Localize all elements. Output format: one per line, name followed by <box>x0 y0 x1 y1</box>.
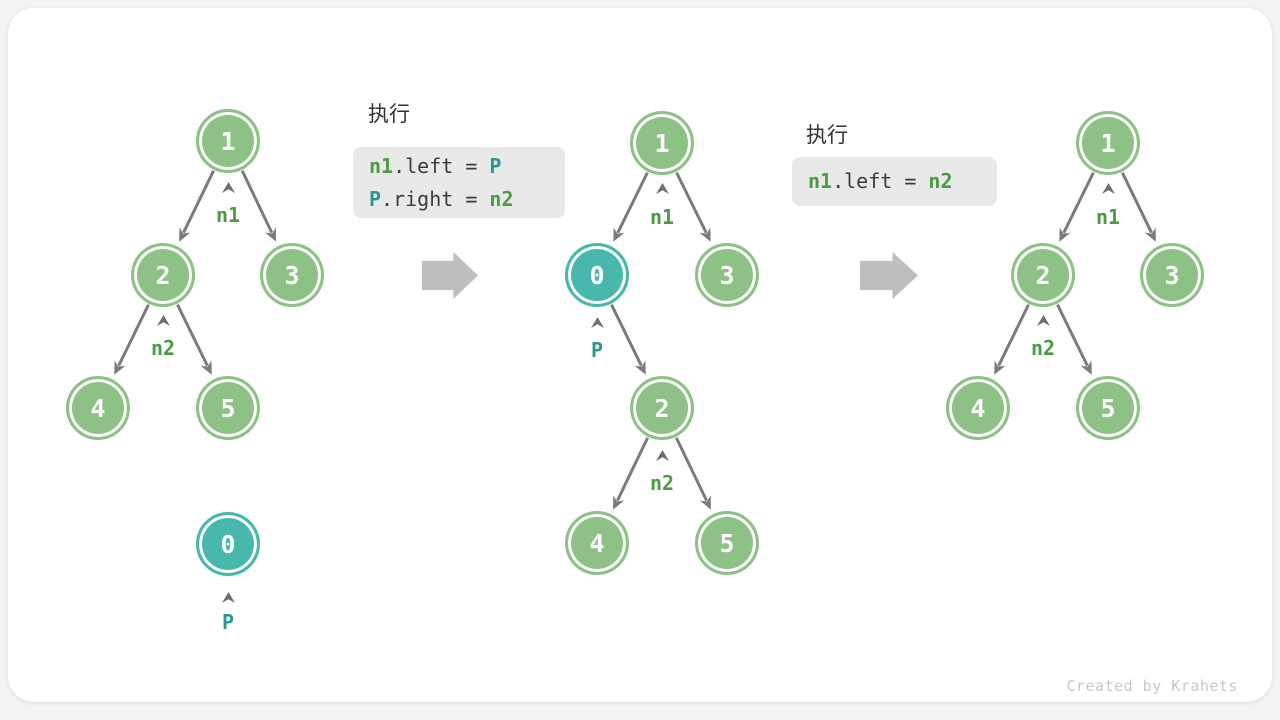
code-token: P <box>369 186 382 211</box>
tree-node-1: 1 <box>630 111 694 175</box>
code-token: n2 <box>489 186 514 211</box>
tree-node-4: 4 <box>946 376 1010 440</box>
pointer-label-n2: n2 <box>1030 336 1056 360</box>
tree-node-3: 3 <box>260 243 324 307</box>
code-token: n1 <box>369 153 394 178</box>
pointer-caret-icon <box>221 181 235 193</box>
pointer-label-P: P <box>221 610 235 634</box>
tree-node-2: 2 <box>131 243 195 307</box>
pointer-label-n2: n2 <box>649 471 675 495</box>
pointer-label-n1: n1 <box>215 203 241 227</box>
tree-node-value: 1 <box>1100 128 1116 158</box>
code-token: P <box>489 153 502 178</box>
tree-node-value: 0 <box>220 529 236 559</box>
tree-node-3: 3 <box>695 243 759 307</box>
code-token: .left = <box>832 169 929 193</box>
tree-node-5: 5 <box>196 376 260 440</box>
tree-node-2: 2 <box>1011 243 1075 307</box>
tree-node-5: 5 <box>695 511 759 575</box>
tree-node-0: 0 <box>196 512 260 576</box>
tree-node-value: 4 <box>970 393 986 423</box>
diagram-card <box>8 8 1272 702</box>
code-token: .left = <box>393 153 490 178</box>
pointer-label-n2: n2 <box>150 336 176 360</box>
pointer-caret-icon <box>655 182 669 194</box>
pointer-label-n1: n1 <box>1095 205 1121 229</box>
tree-node-3: 3 <box>1140 243 1204 307</box>
code-token: n1 <box>808 169 833 193</box>
tree-node-value: 4 <box>589 528 605 558</box>
watermark-text: Created by Krahets <box>1066 677 1238 695</box>
exec-heading: 执行 <box>806 124 848 147</box>
pointer-caret-icon <box>221 591 235 603</box>
exec-heading: 执行 <box>368 103 410 126</box>
tree-node-value: 2 <box>654 393 670 423</box>
tree-node-2: 2 <box>630 376 694 440</box>
code-line: P.right = n2 <box>369 183 549 216</box>
code-line: n1.left = n2 <box>808 165 981 198</box>
tree-node-value: 3 <box>284 260 300 290</box>
code-token: n2 <box>928 169 953 193</box>
tree-node-value: 4 <box>90 393 106 423</box>
tree-node-value: 1 <box>220 126 236 156</box>
tree-node-value: 3 <box>719 260 735 290</box>
code-token: .right = <box>381 186 490 211</box>
pointer-caret-icon <box>156 314 170 326</box>
tree-node-value: 5 <box>719 528 735 558</box>
tree-node-value: 5 <box>220 393 236 423</box>
pointer-label-n1: n1 <box>649 205 675 229</box>
tree-node-value: 0 <box>589 260 605 290</box>
pointer-caret-icon <box>1036 314 1050 326</box>
tree-node-5: 5 <box>1076 376 1140 440</box>
pointer-label-P: P <box>590 338 604 362</box>
tree-node-value: 3 <box>1164 260 1180 290</box>
code-box-2: n1.left = n2 <box>792 157 997 206</box>
pointer-caret-icon <box>1101 182 1115 194</box>
code-line: n1.left = P <box>369 150 549 183</box>
tree-node-value: 2 <box>155 260 171 290</box>
tree-node-4: 4 <box>565 511 629 575</box>
tree-node-1: 1 <box>1076 111 1140 175</box>
tree-node-0: 0 <box>565 243 629 307</box>
tree-node-value: 2 <box>1035 260 1051 290</box>
tree-node-1: 1 <box>196 109 260 173</box>
tree-node-value: 5 <box>1100 393 1116 423</box>
tree-node-4: 4 <box>66 376 130 440</box>
pointer-caret-icon <box>590 316 604 328</box>
tree-node-value: 1 <box>654 128 670 158</box>
pointer-caret-icon <box>655 449 669 461</box>
